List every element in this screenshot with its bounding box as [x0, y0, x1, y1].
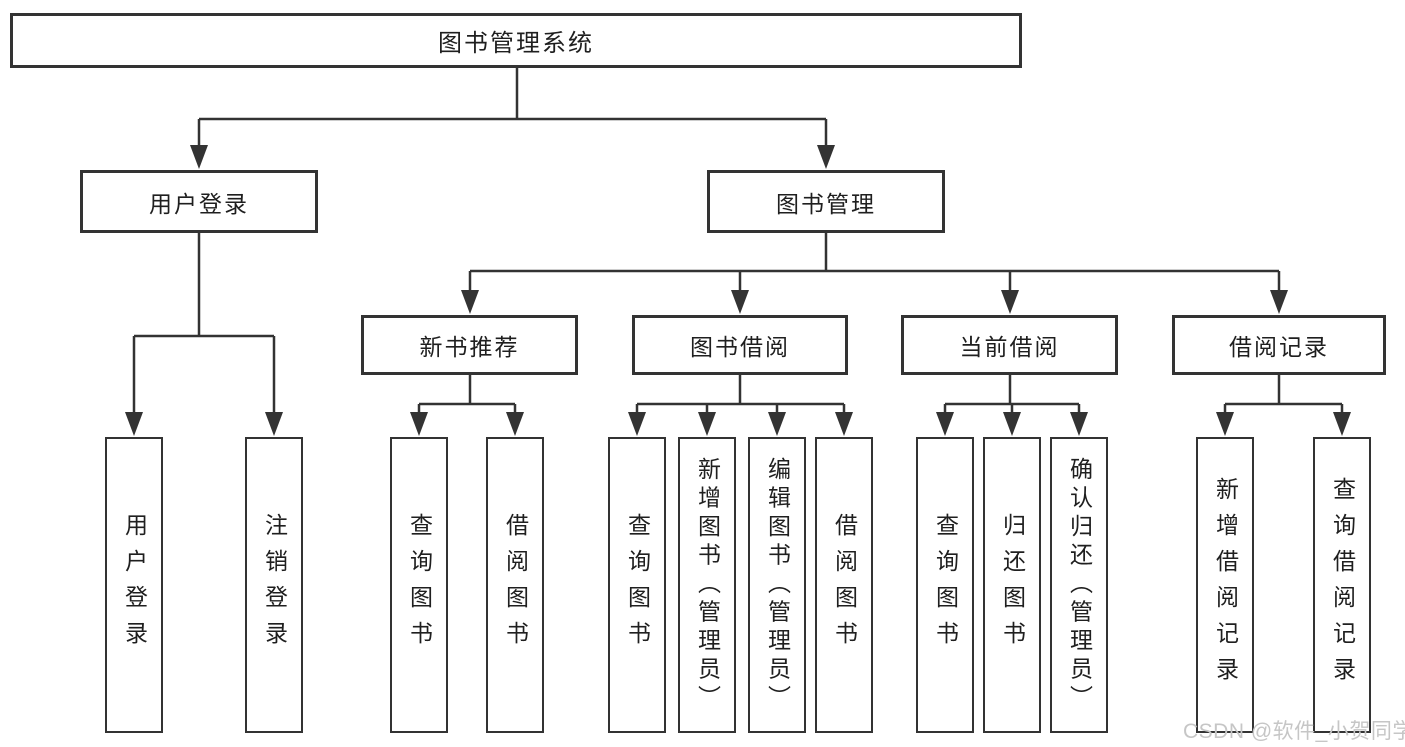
leaf-query-books-recommend: 查询图书	[390, 437, 448, 733]
leaf-label: 借阅图书	[502, 513, 529, 657]
leaf-confirm-return-admin: 确认归还（管理员）	[1050, 437, 1108, 733]
node-label: 图书管理	[776, 190, 876, 217]
leaf-label: 编辑图书（管理员）	[764, 457, 791, 713]
leaf-label: 查询图书	[932, 513, 959, 657]
leaf-borrow-books: 借阅图书	[815, 437, 873, 733]
leaf-label: 查询图书	[624, 513, 651, 657]
node-book-borrow: 图书借阅	[632, 315, 848, 375]
leaf-label: 归还图书	[999, 513, 1026, 657]
leaf-return-book: 归还图书	[983, 437, 1041, 733]
leaf-query-books-borrow: 查询图书	[608, 437, 666, 733]
node-label: 图书借阅	[690, 334, 790, 360]
leaf-label: 注销登录	[261, 513, 288, 657]
leaf-label: 查询借阅记录	[1329, 477, 1356, 693]
leaf-query-books-current: 查询图书	[916, 437, 974, 733]
leaf-label: 新增借阅记录	[1212, 477, 1239, 693]
node-label: 用户登录	[149, 190, 249, 217]
node-label: 图书管理系统	[438, 30, 594, 57]
node-label: 新书推荐	[419, 334, 520, 360]
leaf-label: 新增图书（管理员）	[694, 457, 721, 713]
leaf-label: 借阅图书	[831, 513, 858, 657]
leaf-query-borrow-record: 查询借阅记录	[1313, 437, 1371, 733]
leaf-label: 用户登录	[121, 513, 148, 657]
leaf-label: 查询图书	[406, 513, 433, 657]
node-book-management: 图书管理	[707, 170, 945, 233]
node-borrow-records: 借阅记录	[1172, 315, 1386, 375]
node-label: 当前借阅	[959, 334, 1060, 360]
node-new-book-recommend: 新书推荐	[361, 315, 578, 375]
node-label: 借阅记录	[1229, 334, 1329, 360]
node-root-library-system: 图书管理系统	[10, 13, 1022, 68]
leaf-add-borrow-record: 新增借阅记录	[1196, 437, 1254, 733]
node-current-borrow: 当前借阅	[901, 315, 1118, 375]
csdn-watermark: CSDN @软件_小贺同学	[1183, 720, 1405, 743]
leaf-borrow-books-recommend: 借阅图书	[486, 437, 544, 733]
leaf-add-book-admin: 新增图书（管理员）	[678, 437, 736, 733]
leaf-edit-book-admin: 编辑图书（管理员）	[748, 437, 806, 733]
leaf-label: 确认归还（管理员）	[1066, 457, 1093, 713]
node-user-login: 用户登录	[80, 170, 318, 233]
leaf-logout: 注销登录	[245, 437, 303, 733]
leaf-user-login: 用户登录	[105, 437, 163, 733]
